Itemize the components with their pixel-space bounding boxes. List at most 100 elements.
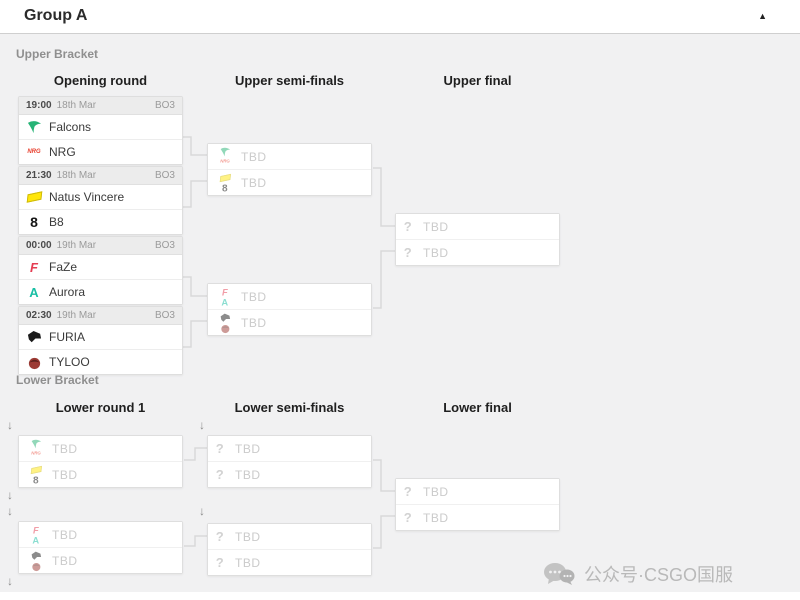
tbd-slot: ? TBD [208, 436, 371, 462]
unknown-team-icon: ? [403, 219, 413, 234]
lower-round1-match-2: F A TBD TBD [18, 521, 183, 574]
possible-teams-icons: F A [26, 524, 46, 545]
faze-logo-icon: F [30, 259, 38, 275]
team-row-aurora[interactable]: A Aurora [19, 280, 182, 304]
unknown-team-icon: ? [403, 510, 413, 525]
column-header-lower-final: Lower final [443, 400, 512, 415]
team-name: TYLOO [49, 355, 90, 369]
tbd-label: TBD [52, 527, 78, 542]
lower-final: ? TBD ? TBD [395, 478, 560, 531]
team-name: Falcons [49, 120, 92, 134]
tyloo-logo-icon [26, 354, 42, 370]
nrg-logo-icon: NRG [220, 159, 230, 164]
team-row-furia[interactable]: FURIA [19, 325, 182, 350]
column-header-lower-round-1: Lower round 1 [55, 400, 146, 415]
unknown-team-icon: ? [215, 467, 225, 482]
tbd-slot: ? TBD [208, 524, 371, 550]
tbd-label: TBD [241, 289, 267, 304]
team-row-natus-vincere[interactable]: Natus Vincere [19, 185, 182, 210]
tbd-slot: ? TBD [396, 240, 559, 265]
tyloo-logo-icon [219, 322, 231, 334]
unknown-team-icon: ? [403, 245, 413, 260]
column-header-upper-semifinals: Upper semi-finals [234, 73, 345, 88]
drop-arrow-icon: ↓ [7, 574, 13, 588]
match-card-furia-tyloo: 02:30 19th Mar BO3 FURIA TYLOO [18, 306, 183, 375]
match-time: 02:30 [26, 310, 52, 321]
tbd-label: TBD [241, 149, 267, 164]
group-title: Group A [24, 7, 88, 24]
possible-teams-icons: F A [215, 286, 235, 307]
tbd-label: TBD [52, 467, 78, 482]
match-date: 18th Mar [56, 100, 97, 111]
match-time: 21:30 [26, 170, 52, 181]
aurora-logo-icon: A [29, 284, 39, 300]
upper-semifinal-2: F A TBD TBD [207, 283, 372, 336]
drop-arrow-icon: ↓ [7, 418, 13, 432]
group-header: Group A ▲ [0, 0, 800, 34]
match-card-falcons-nrg: 19:00 18th Mar BO3 Falcons NRG NRG [18, 96, 183, 165]
drop-arrow-icon: ↓ [7, 488, 13, 502]
nrg-logo-icon: NRG [27, 149, 41, 155]
match-format-badge: BO3 [154, 240, 175, 251]
tbd-label: TBD [235, 555, 261, 570]
match-date: 18th Mar [56, 170, 97, 181]
falcons-logo-icon [26, 119, 42, 135]
tbd-slot: ? TBD [208, 550, 371, 575]
upper-semifinal-1: NRG TBD 8 TBD [207, 143, 372, 196]
match-header: 21:30 18th Mar BO3 [19, 167, 182, 185]
drop-arrow-icon: ↓ [199, 504, 205, 518]
match-time: 19:00 [26, 100, 52, 111]
tbd-label: TBD [235, 467, 261, 482]
team-name: FURIA [49, 330, 85, 344]
match-card-navi-b8: 21:30 18th Mar BO3 Natus Vincere 8 B8 [18, 166, 183, 235]
natus-vincere-logo-icon [26, 189, 42, 205]
lower-semifinal-2: ? TBD ? TBD [207, 523, 372, 576]
match-format-badge: BO3 [154, 100, 175, 111]
tbd-label: TBD [52, 553, 78, 568]
team-name: FaZe [49, 260, 78, 274]
tbd-slot: NRG TBD [208, 144, 371, 170]
tbd-slot: F A TBD [208, 284, 371, 310]
tbd-slot: ? TBD [208, 462, 371, 487]
lower-round1-match-1: NRG TBD 8 TBD [18, 435, 183, 488]
falcons-logo-icon [30, 438, 42, 450]
tbd-slot: TBD [208, 310, 371, 335]
tbd-label: TBD [423, 484, 449, 499]
column-header-upper-final: Upper final [443, 73, 512, 88]
unknown-team-icon: ? [215, 555, 225, 570]
drop-arrow-icon: ↓ [199, 418, 205, 432]
team-name: Aurora [49, 285, 86, 299]
team-row-tyloo[interactable]: TYLOO [19, 350, 182, 374]
match-card-faze-aurora: 00:00 19th Mar BO3 F FaZe A Aurora [18, 236, 183, 305]
tbd-slot: 8 TBD [19, 462, 182, 487]
team-name: NRG [49, 145, 76, 159]
team-row-faze[interactable]: F FaZe [19, 255, 182, 280]
column-header-lower-semifinals: Lower semi-finals [234, 400, 345, 415]
collapse-caret-icon[interactable]: ▲ [758, 11, 767, 21]
upper-final: ? TBD ? TBD [395, 213, 560, 266]
tbd-slot: F A TBD [19, 522, 182, 548]
team-row-nrg[interactable]: NRG NRG [19, 140, 182, 164]
furia-logo-icon [30, 550, 42, 562]
tbd-label: TBD [235, 529, 261, 544]
match-header: 19:00 18th Mar BO3 [19, 97, 182, 115]
aurora-logo-icon: A [221, 296, 229, 307]
team-row-b8[interactable]: 8 B8 [19, 210, 182, 234]
possible-teams-icons: NRG [26, 438, 46, 459]
falcons-logo-icon [219, 146, 231, 158]
faze-logo-icon: F [32, 524, 40, 535]
possible-teams-icons: 8 [26, 465, 46, 485]
team-row-falcons[interactable]: Falcons [19, 115, 182, 140]
tbd-label: TBD [235, 441, 261, 456]
unknown-team-icon: ? [215, 529, 225, 544]
match-time: 00:00 [26, 240, 52, 251]
tbd-slot: NRG TBD [19, 436, 182, 462]
match-date: 19th Mar [56, 310, 97, 321]
team-name: B8 [49, 215, 64, 229]
match-header: 02:30 19th Mar BO3 [19, 307, 182, 325]
tbd-label: TBD [52, 441, 78, 456]
chat-bubbles-icon [544, 563, 575, 585]
tyloo-logo-icon [30, 560, 42, 572]
drop-arrow-icon: ↓ [7, 504, 13, 518]
watermark-text: 公众号·CSGO国服 [584, 565, 734, 585]
